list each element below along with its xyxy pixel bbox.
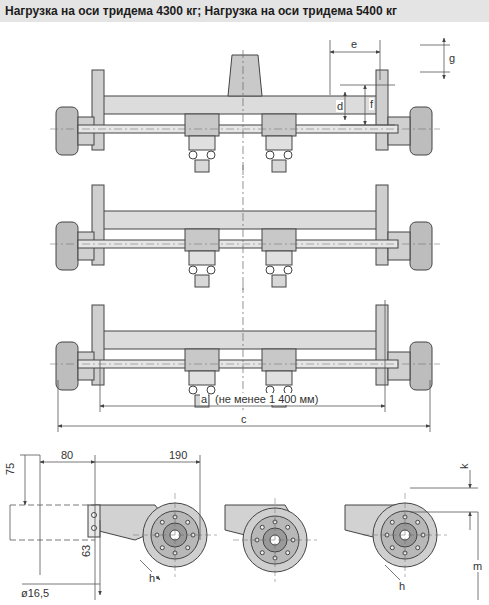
title: Нагрузка на оси тридема 4300 кг; Нагрузк… [5, 4, 397, 18]
dimension-value: 80 [60, 449, 74, 461]
dimension-value: 75 [4, 462, 16, 476]
dimension-value: 190 [168, 449, 188, 461]
dimension-letter: c [240, 413, 248, 425]
dimension-letter: h [148, 572, 156, 584]
dimension-letter: e [350, 38, 358, 50]
dimension-value: 63 [80, 544, 92, 558]
dimension-value: ø16,5 [20, 587, 50, 599]
dimension-letter: d [336, 100, 344, 112]
dimension-letter: k [458, 463, 470, 471]
dimension-letter: g [448, 52, 456, 64]
dimension-letter: a [200, 393, 208, 405]
dimension-letter: f [369, 98, 374, 110]
dimension-letter: h [398, 580, 406, 592]
dimension-letter: m [472, 560, 483, 572]
dimension-note: (не менее 1 400 мм) [214, 393, 319, 405]
